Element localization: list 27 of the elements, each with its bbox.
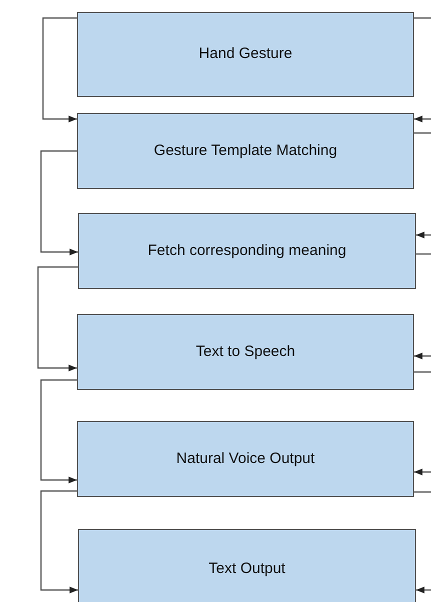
box-label: Text Output bbox=[208, 558, 286, 579]
connector-arrow bbox=[40, 379, 77, 484]
process-box bbox=[77, 113, 414, 189]
process-box bbox=[77, 314, 414, 390]
process-box bbox=[78, 213, 416, 289]
connector-arrow bbox=[42, 17, 77, 122]
connector-arrow bbox=[416, 232, 431, 238]
connector-line bbox=[414, 17, 431, 19]
box-label: Hand Gesture bbox=[198, 44, 294, 64]
process-box bbox=[77, 12, 414, 97]
connector-arrow bbox=[414, 352, 431, 360]
box-label: Fetch corresponding meaning bbox=[146, 240, 348, 261]
connector-arrow bbox=[40, 490, 78, 594]
connector-arrow bbox=[414, 116, 431, 122]
connector-arrow bbox=[414, 468, 431, 476]
connector-arrow bbox=[40, 150, 78, 256]
box-label: Text to Speech bbox=[194, 342, 296, 362]
connector-line bbox=[414, 132, 431, 134]
connector-arrow bbox=[37, 266, 78, 372]
box-label: Natural Voice Output bbox=[175, 448, 316, 469]
process-box bbox=[78, 529, 416, 602]
process-box bbox=[77, 421, 414, 497]
connector-line bbox=[416, 253, 431, 255]
connector-line bbox=[414, 371, 431, 373]
connector-arrow bbox=[416, 586, 431, 594]
connector-line bbox=[414, 491, 431, 493]
box-label: Gesture Template Matching bbox=[152, 140, 338, 161]
